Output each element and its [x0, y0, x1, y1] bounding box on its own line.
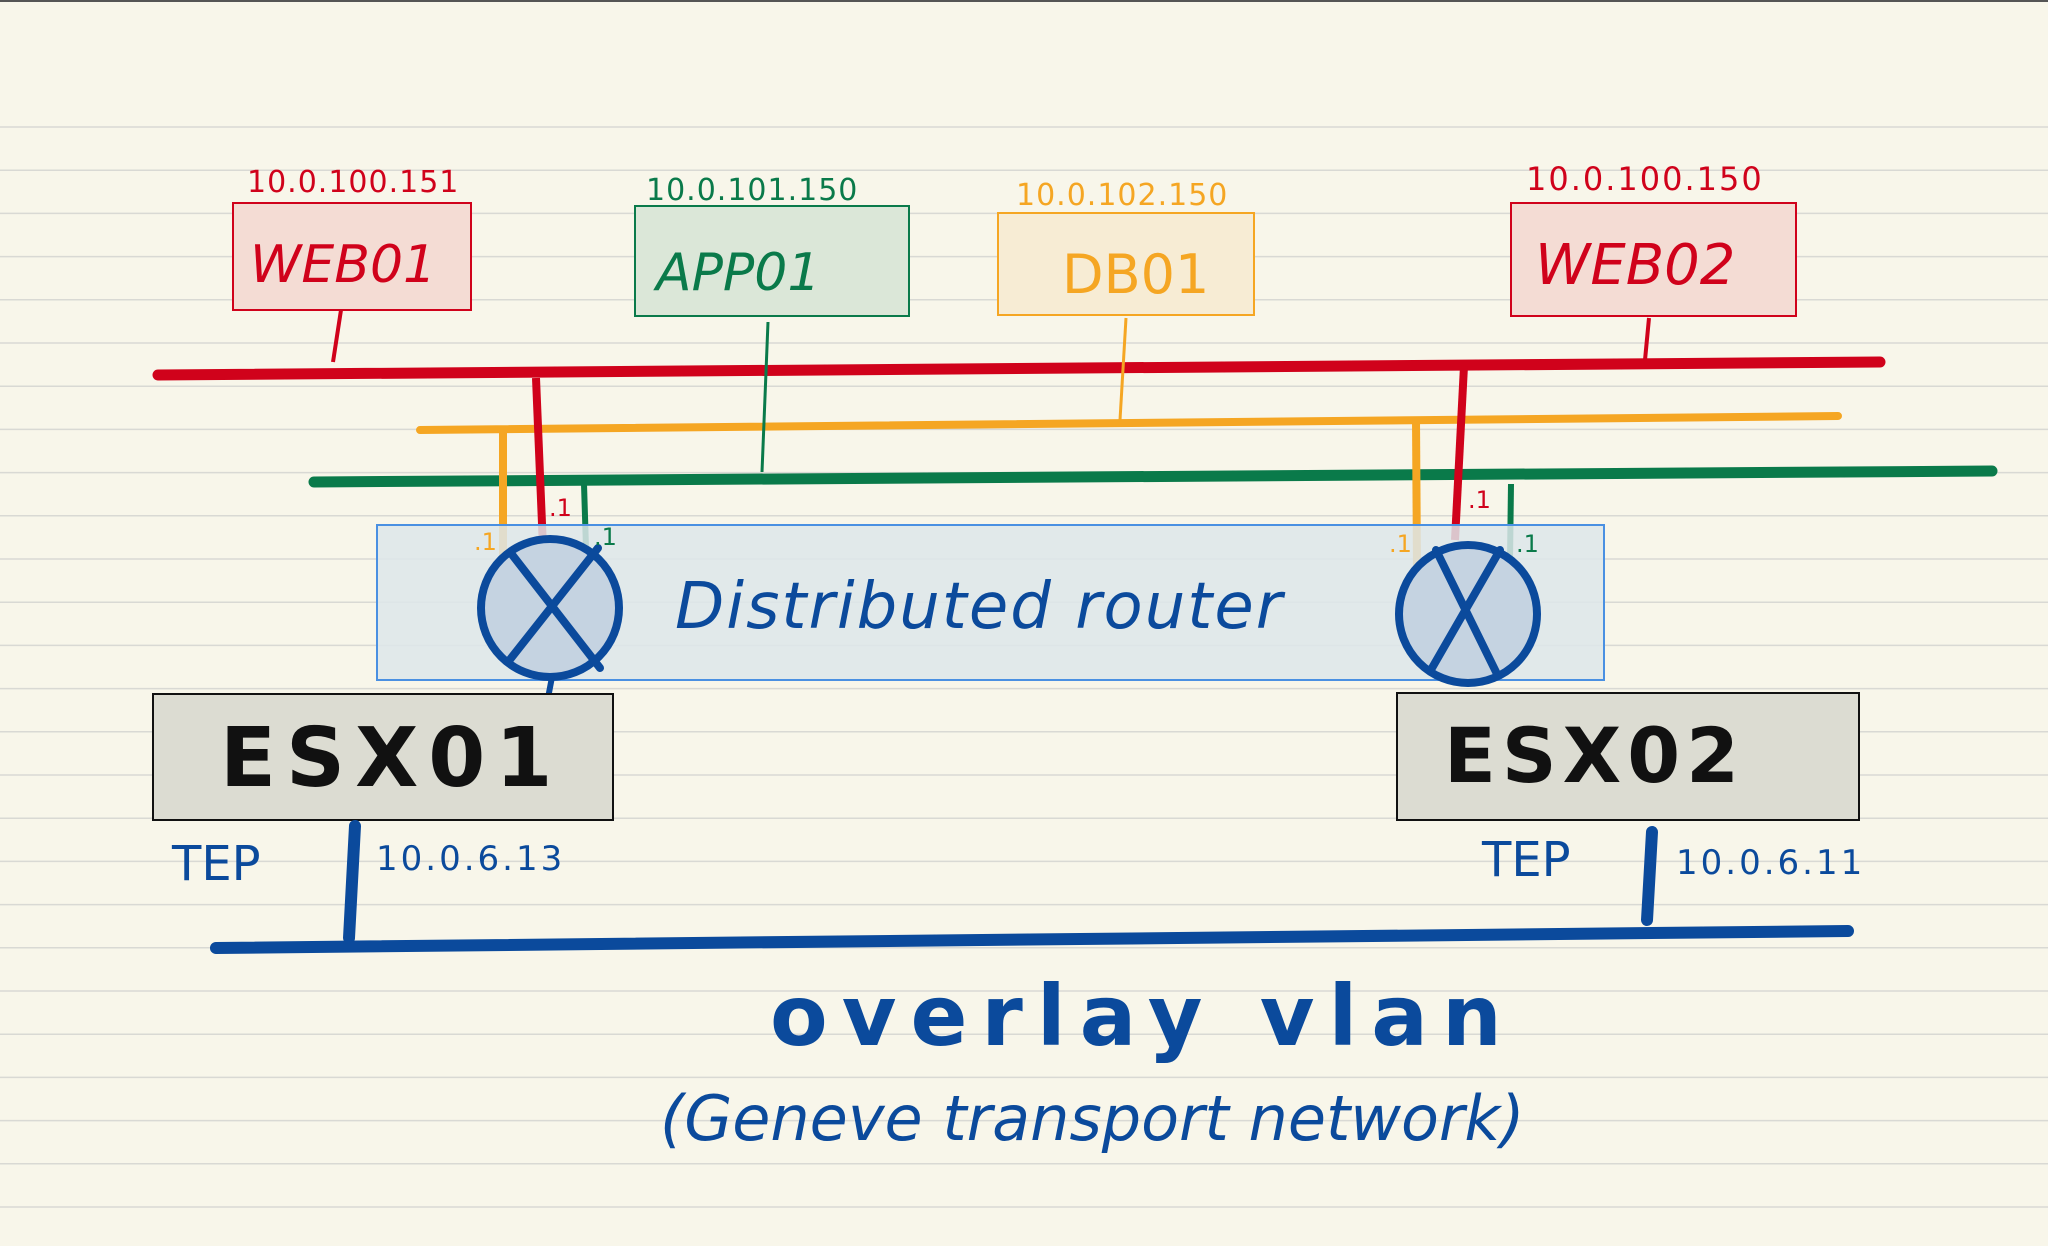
- router1-red-uplink: [532, 377, 547, 549]
- router2-green-interface-label: .1: [1516, 530, 1539, 558]
- segment-line-green: [308, 465, 1998, 488]
- segment-line-orange: [416, 412, 1842, 434]
- router1-green-interface-label: .1: [594, 523, 617, 551]
- esx02-tep-ip: 10.0.6.11: [1676, 843, 1865, 883]
- esx01-tep-ip: 10.0.6.13: [376, 839, 565, 879]
- esx02-tep-link: [1641, 826, 1658, 926]
- router-icon-esx01: [477, 535, 623, 701]
- router2-orange-interface-label: .1: [1389, 530, 1412, 558]
- vm-app01-ip: 10.0.101.150: [646, 173, 858, 208]
- overlay-subtitle: (Geneve transport network): [660, 1082, 1525, 1155]
- vm-db01-name: DB01: [1062, 243, 1209, 306]
- router2-red-interface-label: .1: [1468, 486, 1491, 514]
- overlay-transport-line: [210, 925, 1854, 954]
- router1-red-interface-label: .1: [549, 494, 572, 522]
- vm-app01-name: APP01: [653, 243, 820, 303]
- vm-web02-ip: 10.0.100.150: [1526, 160, 1764, 198]
- vm-app01: 10.0.101.150 APP01: [634, 173, 910, 317]
- vm-web01: 10.0.100.151 WEB01: [232, 165, 472, 311]
- host-esx01: ESX01: [152, 693, 614, 821]
- esx01-tep-label: TEP: [171, 836, 261, 892]
- router-icon-esx02: [1395, 541, 1541, 687]
- vm-web02-name: WEB02: [1535, 233, 1735, 298]
- vm-db01-ip: 10.0.102.150: [1016, 178, 1228, 213]
- vm-web01-ip: 10.0.100.151: [247, 165, 459, 200]
- vm-web02: 10.0.100.150 WEB02: [1510, 160, 1797, 317]
- db01-connector: [1118, 317, 1128, 421]
- segment-line-red: [152, 356, 1886, 381]
- host-esx02-name: ESX02: [1444, 711, 1745, 800]
- web02-connector: [1643, 317, 1651, 361]
- web01-connector: [331, 309, 343, 363]
- app01-connector: [760, 321, 770, 473]
- router2-red-uplink: [1451, 365, 1468, 541]
- host-esx02: ESX02: [1396, 692, 1860, 821]
- vm-db01: 10.0.102.150 DB01: [997, 178, 1255, 316]
- vm-web01-name: WEB01: [250, 235, 436, 295]
- overlay-title: overlay vlan: [770, 967, 1516, 1065]
- router1-orange-interface-label: .1: [474, 528, 497, 556]
- esx01-tep-link: [343, 820, 361, 944]
- esx02-tep-label: TEP: [1481, 832, 1571, 888]
- host-esx01-name: ESX01: [220, 711, 562, 806]
- distributed-router-label: Distributed router: [675, 570, 1286, 644]
